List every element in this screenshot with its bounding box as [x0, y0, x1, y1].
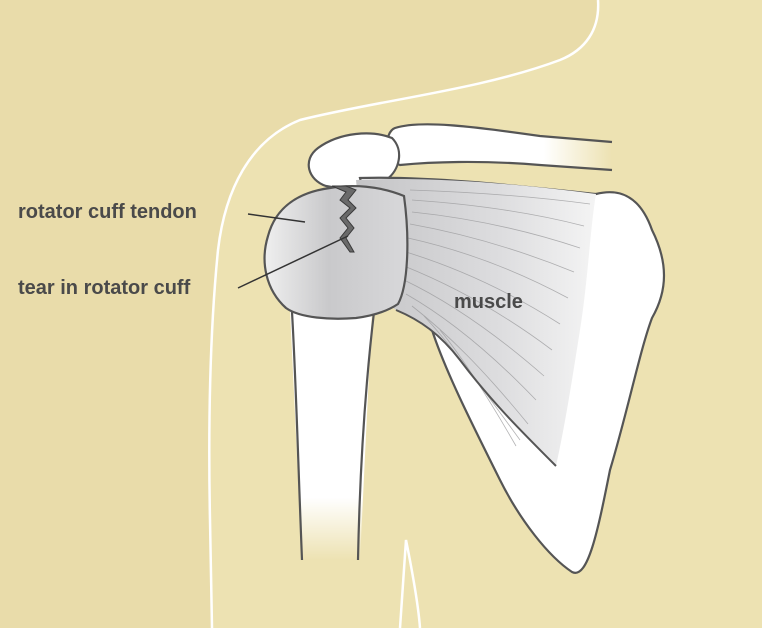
- label-tear-in-rotator-cuff: tear in rotator cuff: [18, 277, 191, 299]
- body-outline: [208, 0, 600, 628]
- clavicle: [385, 124, 612, 170]
- humerus-shaft-outline-left: [290, 311, 304, 561]
- label-muscle: muscle: [454, 291, 523, 313]
- torso-outline: [398, 539, 422, 628]
- humerus-shaft: [290, 310, 372, 560]
- tear-leader-line: [237, 235, 349, 289]
- humerus-shaft-outline-right: [356, 311, 376, 561]
- muscle-outline: [395, 309, 557, 467]
- body-silhouette: [0, 0, 598, 628]
- humeral-head: [263, 184, 409, 320]
- tendon-leader-line: [247, 213, 306, 223]
- rotator-cuff-tear: [331, 185, 357, 253]
- label-rotator-cuff-tendon: rotator cuff tendon: [18, 201, 197, 223]
